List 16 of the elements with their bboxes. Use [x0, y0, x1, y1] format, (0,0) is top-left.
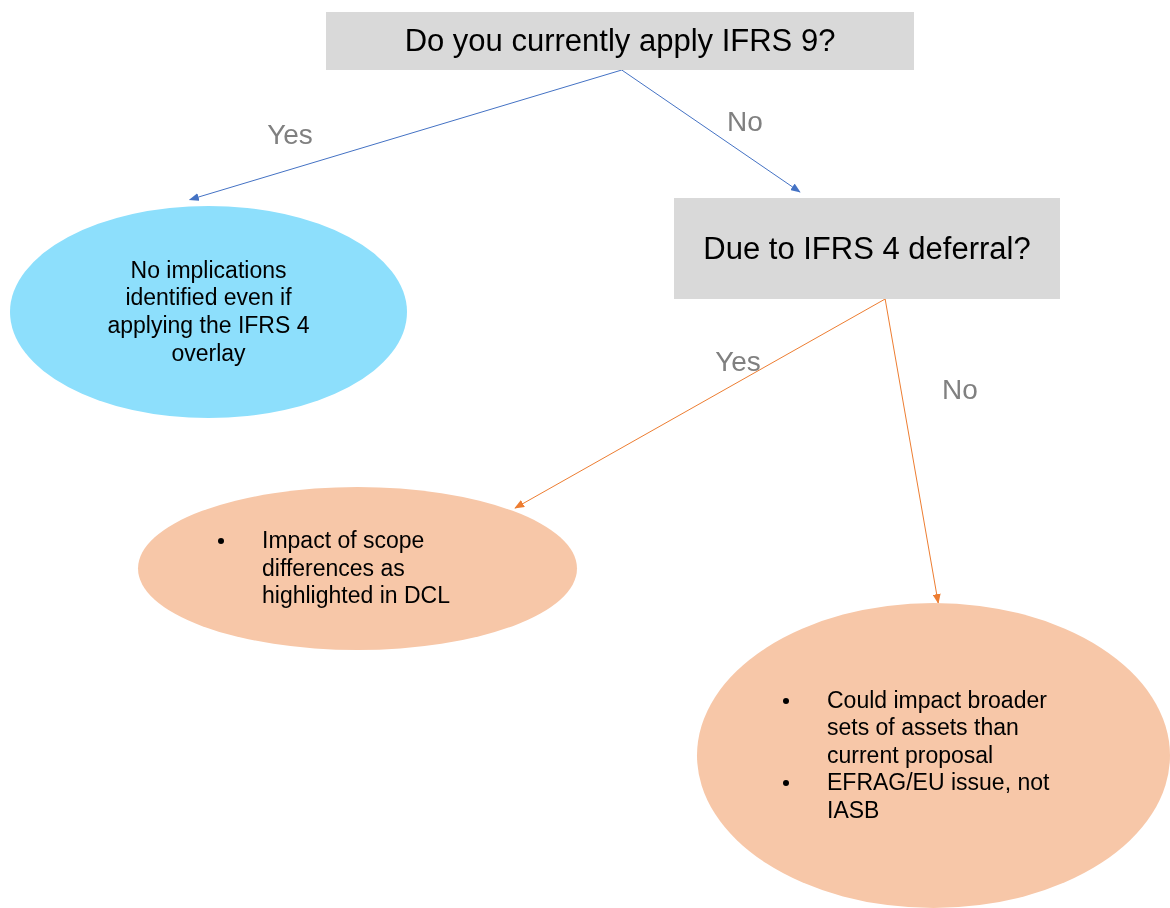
arrow [621, 69, 801, 193]
arrow [514, 298, 886, 509]
bullet-text: Could impact broader sets of assets than current proposal [827, 686, 1048, 770]
question-box [674, 198, 1060, 299]
bullet-text: EFRAG/EU issue, not IASB [827, 769, 1051, 825]
question-box [326, 12, 914, 70]
question-text: Do you currently apply IFRS 9? [404, 22, 836, 60]
edge-label: No [942, 374, 978, 406]
edge-label: No [727, 106, 763, 138]
arrow [884, 298, 941, 604]
arrow [188, 69, 623, 201]
edge-label: Yes [715, 346, 761, 378]
outcome-text: No implications identified even if applying the IFRS 4 overlay [106, 256, 311, 368]
bullet-text: Impact of scope differences as highlighted in DCL [262, 527, 451, 610]
question-text: Due to IFRS 4 deferral? [703, 229, 1031, 268]
edge-label: Yes [267, 119, 313, 151]
